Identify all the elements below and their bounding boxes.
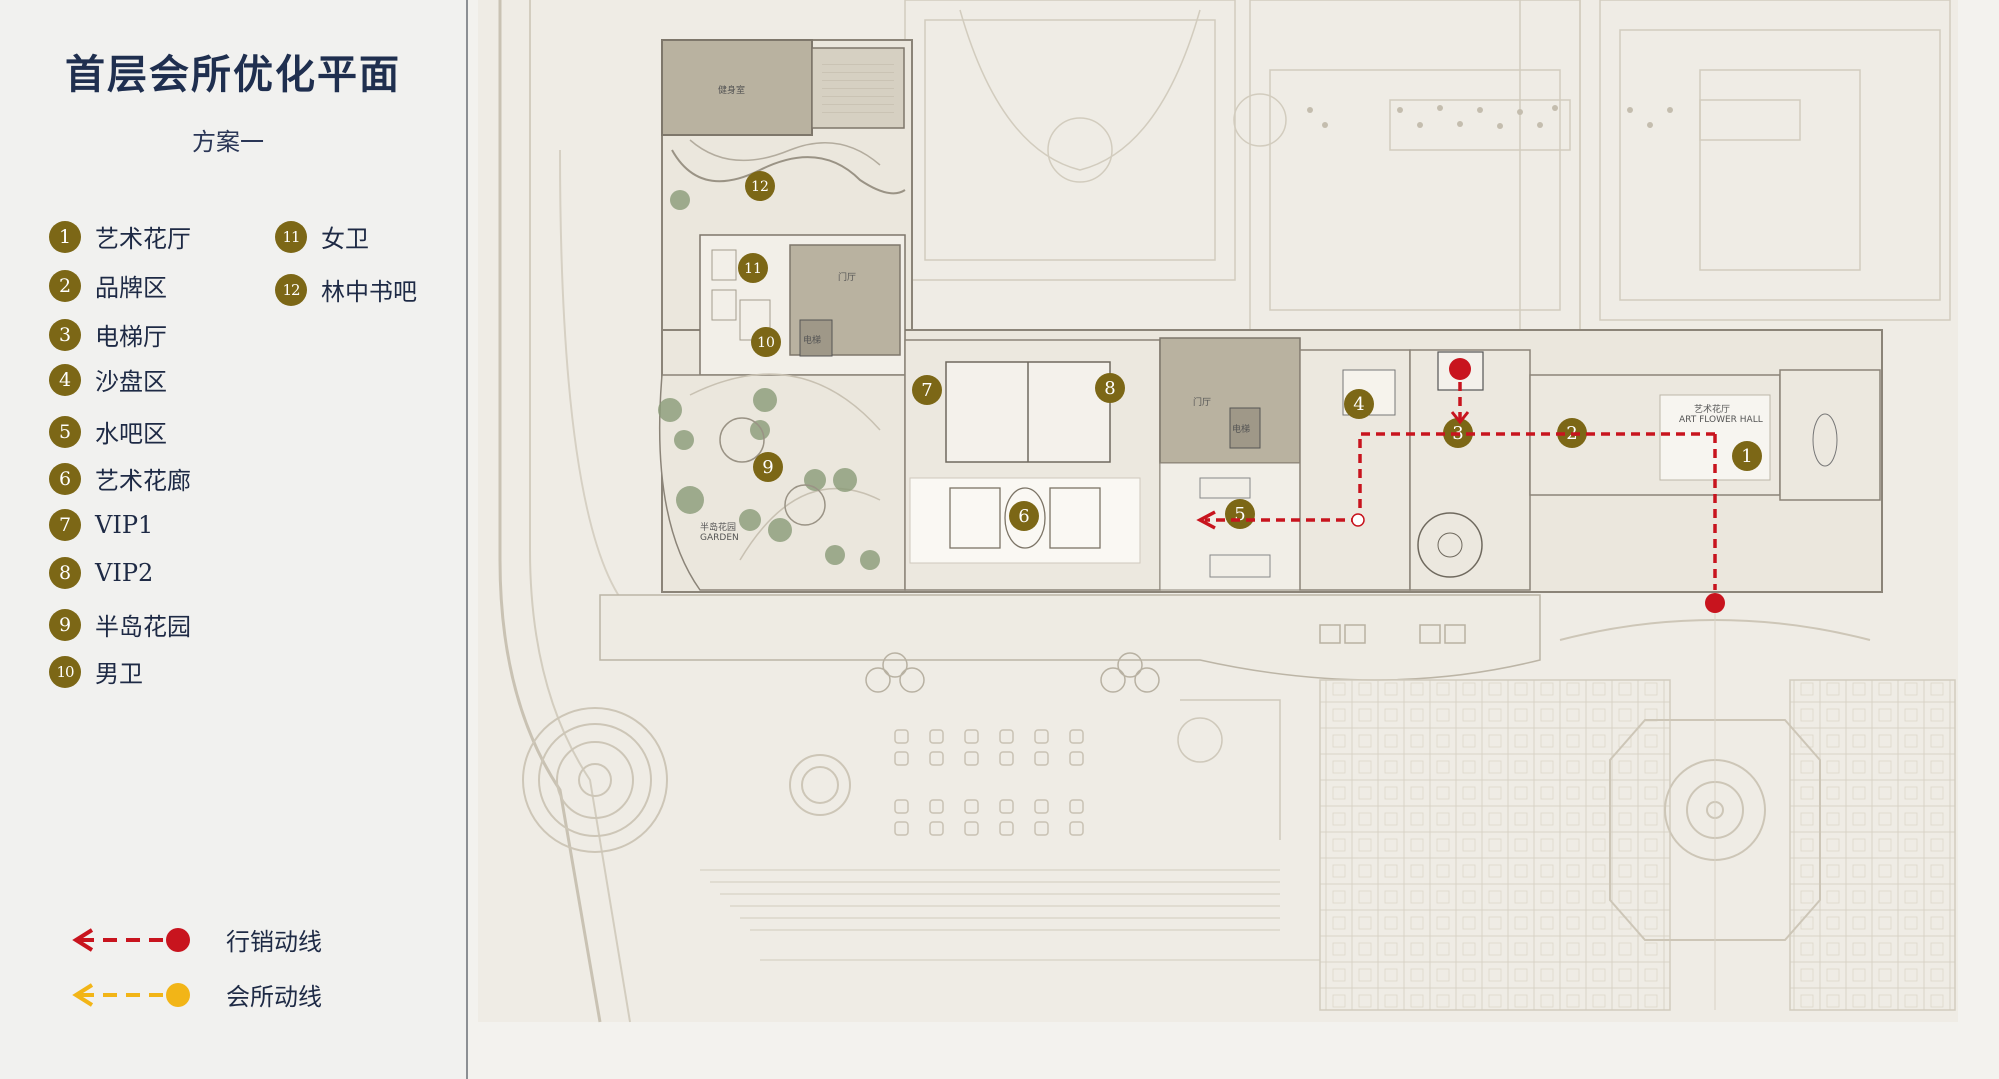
legend-label: VIP2	[95, 559, 154, 587]
sales-route-path	[1196, 358, 1725, 613]
terrace-seating	[865, 624, 1466, 693]
plan-marker-number: 12	[751, 179, 769, 195]
book-bar-wave	[671, 149, 906, 195]
page-subtitle: 方案一	[192, 128, 264, 156]
legend-number-badge: 6	[49, 462, 81, 495]
plan-marker	[1009, 501, 1039, 531]
formal-garden-right	[1789, 679, 1956, 1011]
legend-item: 5 水吧区	[49, 414, 167, 449]
lobby-left-label: 门厅	[838, 271, 856, 283]
route-arrowhead-icon	[1196, 510, 1216, 530]
page-title: 首层会所优化平面	[65, 51, 401, 98]
legend-label: 林中书吧	[321, 278, 417, 306]
elevator-a-label: 电梯	[803, 334, 821, 346]
route-label: 行销动线	[226, 928, 322, 956]
legend-number-badge: 7	[49, 509, 81, 541]
plan-marker	[1095, 373, 1125, 403]
garden-label: 半岛花园	[700, 521, 736, 533]
legend-number-badge: 9	[49, 608, 81, 641]
plan-marker-number: 4	[1353, 394, 1364, 415]
art-hall-label: 艺术花厅	[1694, 403, 1730, 415]
route-entry-dot	[1705, 593, 1725, 613]
legend-label: VIP1	[95, 511, 154, 539]
plan-marker	[738, 253, 768, 283]
legend-item: 4 沙盘区	[49, 362, 167, 397]
legend-item: 1 艺术花厅	[49, 219, 191, 254]
legend-label: 品牌区	[95, 274, 167, 302]
legend-number-badge: 4	[49, 363, 81, 396]
plan-marker	[1732, 441, 1762, 471]
legend-item: 9 半岛花园	[49, 607, 191, 642]
plan-marker-number: 8	[1104, 378, 1115, 399]
gallery-tables	[949, 487, 1101, 549]
legend-number-badge: 11	[275, 220, 307, 253]
plan-marker-number: 10	[757, 335, 775, 351]
water-bar	[1159, 462, 1301, 591]
lobby-right-label: 门厅	[1193, 396, 1211, 408]
spiral-stair	[1417, 512, 1483, 578]
plaza-steps	[700, 869, 1320, 961]
art-hall-en-label: ART FLOWER HALL	[1679, 415, 1763, 425]
legend-panel: 首层会所优化平面 方案一 1 艺术花厅 2 品牌区 3 电梯厅 4 沙盘区 5 …	[0, 0, 468, 1079]
legend-item: 3 电梯厅	[49, 317, 167, 352]
legend-item: 8 VIP2	[49, 557, 153, 589]
legend-label: 沙盘区	[95, 368, 167, 396]
route-label: 会所动线	[226, 983, 322, 1011]
red-dashed-arrow-icon	[72, 927, 190, 952]
legend-item: 11 女卫	[275, 219, 369, 254]
legend-number-badge: 5	[49, 415, 81, 448]
legend-item: 7 VIP1	[49, 509, 153, 541]
elevator-b-label: 电梯	[1232, 423, 1250, 435]
legend-label: 电梯厅	[95, 323, 167, 351]
formal-garden-left	[1319, 679, 1671, 1011]
garden-trees	[658, 190, 880, 570]
garden-en-label: GARDEN	[700, 533, 739, 543]
seating-grid	[894, 729, 1084, 836]
plan-marker	[745, 171, 775, 201]
plan-marker-number: 7	[921, 380, 932, 401]
plan-marker-number: 6	[1018, 506, 1029, 527]
legend-label: 女卫	[321, 225, 369, 253]
plan-marker-number: 5	[1234, 504, 1245, 525]
route-start-dot	[1449, 358, 1471, 380]
route-legend-sales: 行销动线	[70, 922, 322, 957]
peninsula-garden	[658, 374, 906, 591]
legend-label: 艺术花厅	[95, 225, 191, 253]
plan-marker-number: 1	[1741, 446, 1752, 467]
plan-markers: 1 2 3 4 5 6 7 8 9 10 11 12	[738, 171, 1762, 531]
legend-item: 2 品牌区	[49, 268, 167, 303]
legend-number-badge: 3	[49, 318, 81, 351]
upper-buildings	[904, 0, 1951, 340]
plan-marker-number: 11	[744, 261, 762, 277]
legend-label: 男卫	[95, 660, 143, 688]
fitness-room	[661, 39, 813, 136]
legend-number-badge: 2	[49, 269, 81, 302]
legend-item: 12 林中书吧	[275, 272, 417, 307]
plan-marker-number: 9	[762, 457, 773, 478]
upper-trees	[1307, 105, 1673, 129]
plan-marker	[751, 327, 781, 357]
floor-plan: 健身室 门厅 电梯 半岛花园 GARDEN 门厅 电梯	[468, 0, 1998, 1079]
legend-label: 半岛花园	[95, 613, 191, 641]
round-fountain	[522, 707, 851, 853]
legend-number-badge: 8	[49, 557, 81, 589]
legend-item: 6 艺术花廊	[49, 461, 191, 496]
legend-number-badge: 10	[49, 655, 81, 688]
legend-item: 10 男卫	[49, 654, 143, 689]
route-legend-club: 会所动线	[70, 977, 322, 1012]
legend-number-badge: 1	[49, 220, 81, 253]
plan-marker	[1344, 389, 1374, 419]
legend-label: 艺术花廊	[95, 467, 191, 495]
plan-marker	[753, 452, 783, 482]
site-boundary	[498, 0, 602, 1023]
legend-number-badge: 12	[275, 273, 307, 306]
yellow-dashed-arrow-icon	[72, 982, 190, 1007]
fitness-room-label: 健身室	[718, 84, 745, 96]
legend-label: 水吧区	[95, 420, 167, 448]
plan-marker	[912, 375, 942, 405]
